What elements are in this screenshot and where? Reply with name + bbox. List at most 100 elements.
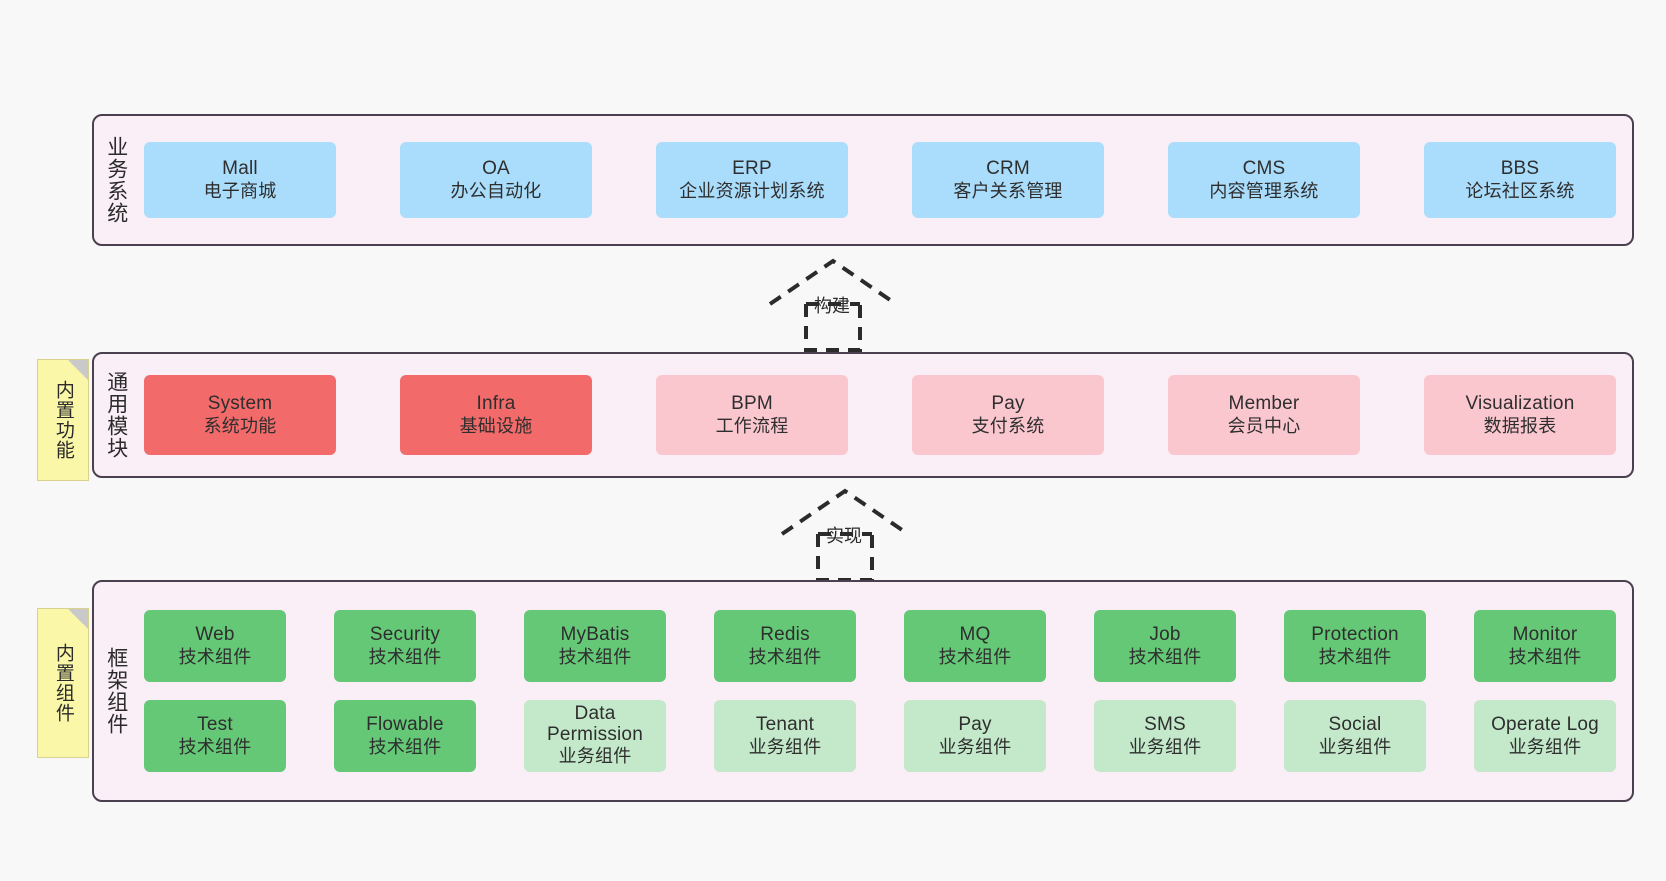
card-protection[interactable]: Protection 技术组件 (1284, 610, 1426, 682)
card-subtitle: 基础设施 (459, 415, 533, 436)
card-subtitle: 业务组件 (558, 745, 632, 766)
card-title: Monitor (1512, 624, 1578, 646)
card-subtitle: 业务组件 (1128, 736, 1202, 757)
card-job[interactable]: Job 技术组件 (1094, 610, 1236, 682)
card-title: Visualization (1465, 393, 1575, 415)
implement-connector-label: 实现 (826, 526, 862, 546)
card-subtitle: 技术组件 (748, 646, 822, 667)
card-subtitle: 业务组件 (1318, 736, 1392, 757)
card-subtitle: 支付系统 (971, 415, 1045, 436)
card-crm[interactable]: CRM 客户关系管理 (912, 142, 1104, 218)
build-connector-label: 构建 (814, 296, 850, 316)
card-subtitle: 办公自动化 (450, 180, 542, 201)
card-subtitle: 会员中心 (1227, 415, 1301, 436)
card-redis[interactable]: Redis 技术组件 (714, 610, 856, 682)
card-title: System (207, 393, 273, 415)
card-title: Pay (958, 714, 992, 736)
card-flowable[interactable]: Flowable 技术组件 (334, 700, 476, 772)
layer-caption-business-systems: 业务系统 (104, 136, 128, 224)
card-subtitle: 业务组件 (1508, 736, 1582, 757)
card-tenant[interactable]: Tenant 业务组件 (714, 700, 856, 772)
card-subtitle: 技术组件 (178, 736, 252, 757)
card-operate-log[interactable]: Operate Log 业务组件 (1474, 700, 1616, 772)
build-connector-arrow (768, 258, 898, 352)
layer-common-modules[interactable]: 通用模块 System 系统功能 Infra 基础设施 BPM 工作流程 Pay… (92, 352, 1634, 478)
card-subtitle: 电子商城 (203, 180, 277, 201)
builtin-component-note[interactable]: 内置组件 (37, 608, 89, 758)
card-title: Member (1228, 393, 1300, 415)
card-subtitle: 客户关系管理 (953, 180, 1063, 201)
builtin-function-note[interactable]: 内置功能 (37, 359, 89, 481)
layer-body-business-systems: Mall 电子商城 OA 办公自动化 ERP 企业资源计划系统 CRM 客户关系… (138, 116, 1632, 244)
card-erp[interactable]: ERP 企业资源计划系统 (656, 142, 848, 218)
card-title: Mall (222, 158, 258, 180)
card-pay-component[interactable]: Pay 业务组件 (904, 700, 1046, 772)
card-subtitle: 技术组件 (368, 646, 442, 667)
card-mq[interactable]: MQ 技术组件 (904, 610, 1046, 682)
business-card-row: Mall 电子商城 OA 办公自动化 ERP 企业资源计划系统 CRM 客户关系… (144, 142, 1616, 218)
card-title: SMS (1144, 714, 1186, 736)
card-title: Web (195, 624, 235, 646)
card-subtitle: 技术组件 (1508, 646, 1582, 667)
implement-connector-arrow (780, 488, 910, 582)
card-subtitle: 技术组件 (1128, 646, 1202, 667)
card-oa[interactable]: OA 办公自动化 (400, 142, 592, 218)
card-visualization[interactable]: Visualization 数据报表 (1424, 375, 1616, 455)
card-social[interactable]: Social 业务组件 (1284, 700, 1426, 772)
note-fold-icon (68, 609, 88, 629)
card-web[interactable]: Web 技术组件 (144, 610, 286, 682)
note-fold-icon (68, 360, 88, 380)
card-subtitle: 业务组件 (938, 736, 1012, 757)
layer-caption-common-modules: 通用模块 (104, 371, 128, 459)
card-sms[interactable]: SMS 业务组件 (1094, 700, 1236, 772)
card-title: Pay (991, 393, 1025, 415)
card-title: Redis (760, 624, 810, 646)
note-text: 内置组件 (52, 643, 74, 723)
card-infra[interactable]: Infra 基础设施 (400, 375, 592, 455)
card-subtitle: 技术组件 (368, 736, 442, 757)
card-mybatis[interactable]: MyBatis 技术组件 (524, 610, 666, 682)
framework-card-row-tech: Web 技术组件 Security 技术组件 MyBatis 技术组件 Redi… (144, 610, 1616, 682)
card-title: Infra (476, 393, 516, 415)
card-subtitle: 业务组件 (748, 736, 822, 757)
card-title: CMS (1242, 158, 1286, 180)
card-title: BBS (1500, 158, 1540, 180)
note-text: 内置功能 (52, 380, 74, 460)
layer-body-common-modules: System 系统功能 Infra 基础设施 BPM 工作流程 Pay 支付系统… (138, 354, 1632, 476)
card-cms[interactable]: CMS 内容管理系统 (1168, 142, 1360, 218)
card-title: Flowable (366, 714, 444, 736)
framework-card-row-business: Test 技术组件 Flowable 技术组件 Data Permission … (144, 700, 1616, 772)
card-title: CRM (986, 158, 1030, 180)
card-bpm[interactable]: BPM 工作流程 (656, 375, 848, 455)
card-system[interactable]: System 系统功能 (144, 375, 336, 455)
card-member[interactable]: Member 会员中心 (1168, 375, 1360, 455)
layer-caption-framework-components: 框架组件 (104, 647, 128, 735)
layer-business-systems[interactable]: 业务系统 Mall 电子商城 OA 办公自动化 ERP 企业资源计划系统 CRM… (92, 114, 1634, 246)
card-pay-module[interactable]: Pay 支付系统 (912, 375, 1104, 455)
card-subtitle: 技术组件 (178, 646, 252, 667)
card-title: BPM (731, 393, 773, 415)
card-title: MyBatis (560, 624, 630, 646)
card-subtitle: 技术组件 (558, 646, 632, 667)
card-title: Protection (1311, 624, 1399, 646)
card-test[interactable]: Test 技术组件 (144, 700, 286, 772)
card-title: Job (1149, 624, 1181, 646)
card-monitor[interactable]: Monitor 技术组件 (1474, 610, 1616, 682)
card-title: Tenant (755, 714, 815, 736)
card-subtitle: 技术组件 (1318, 646, 1392, 667)
card-subtitle: 数据报表 (1483, 415, 1557, 436)
card-subtitle: 企业资源计划系统 (679, 180, 825, 201)
card-bbs[interactable]: BBS 论坛社区系统 (1424, 142, 1616, 218)
card-data-permission[interactable]: Data Permission 业务组件 (524, 700, 666, 772)
card-title: Security (369, 624, 441, 646)
card-title: Operate Log (1491, 714, 1599, 736)
card-security[interactable]: Security 技术组件 (334, 610, 476, 682)
card-title: MQ (959, 624, 991, 646)
card-subtitle: 技术组件 (938, 646, 1012, 667)
card-title: ERP (732, 158, 772, 180)
layer-framework-components[interactable]: 框架组件 Web 技术组件 Security 技术组件 MyBatis 技术组件… (92, 580, 1634, 802)
card-title: Data Permission (547, 703, 643, 746)
card-subtitle: 内容管理系统 (1209, 180, 1319, 201)
card-mall[interactable]: Mall 电子商城 (144, 142, 336, 218)
